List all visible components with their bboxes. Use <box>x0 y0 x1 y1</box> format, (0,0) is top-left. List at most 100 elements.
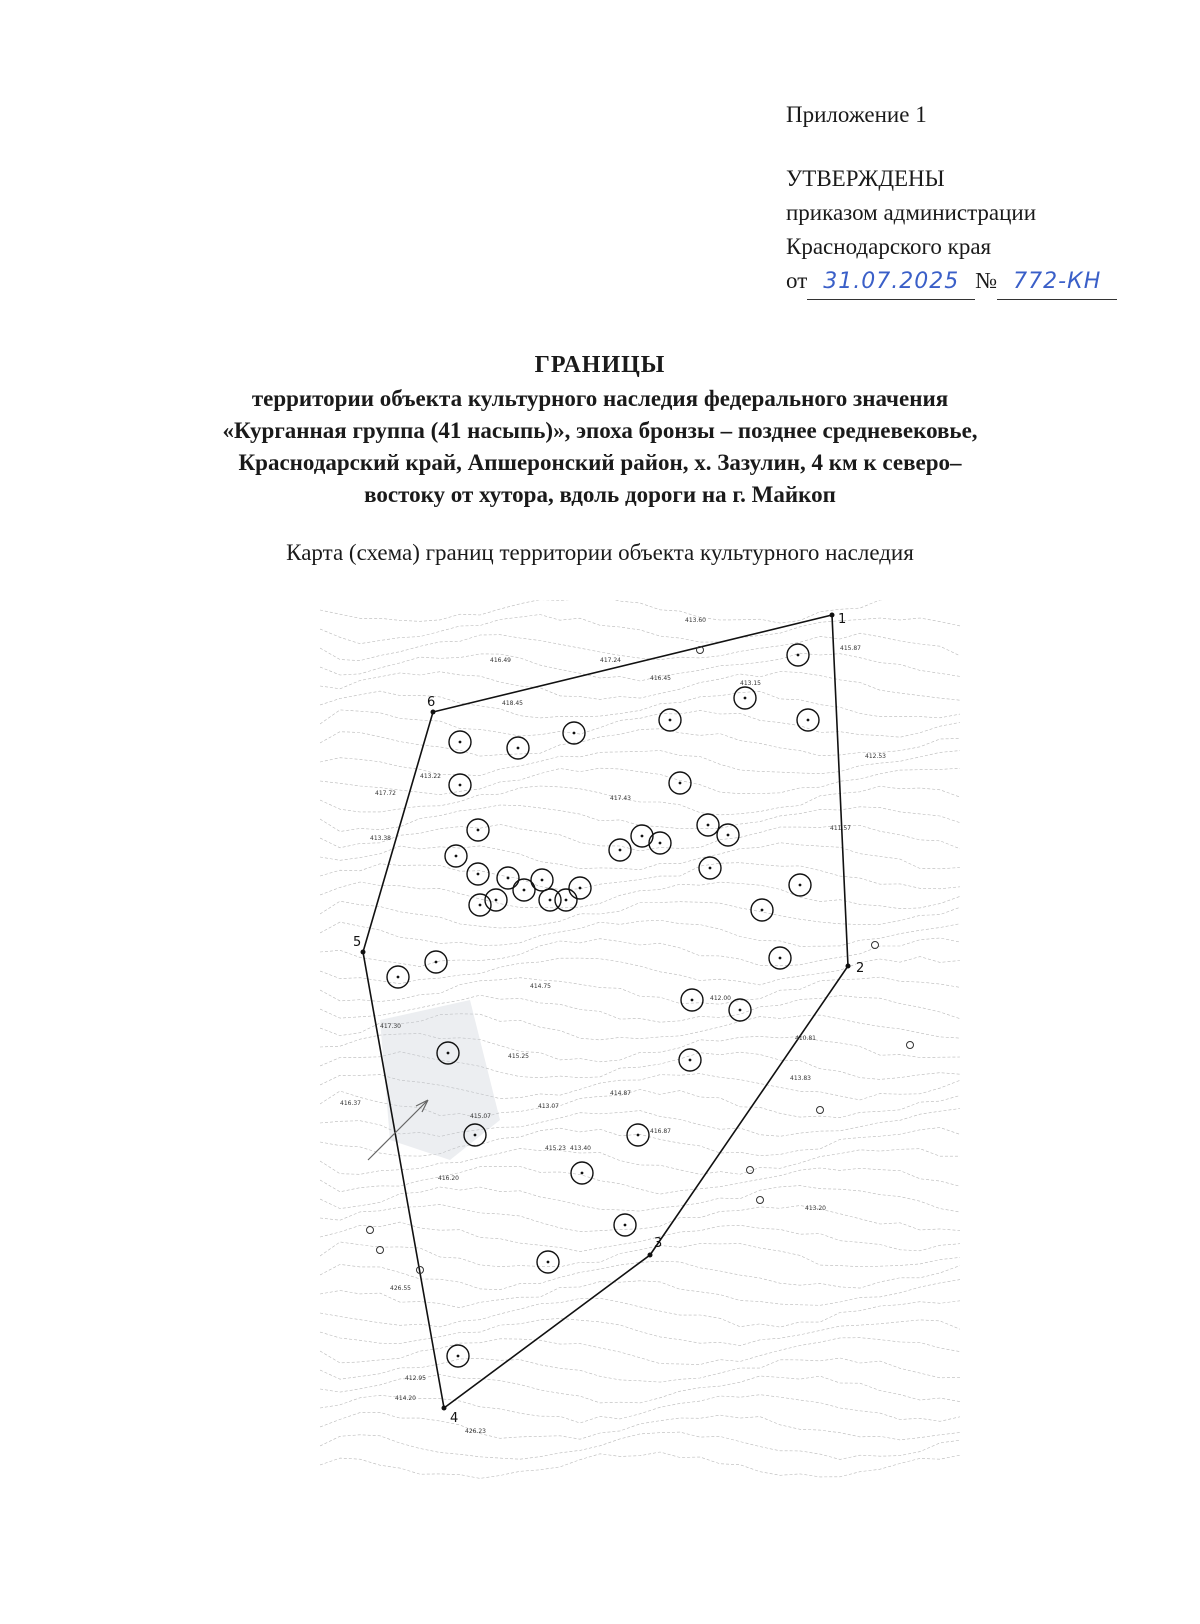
mound-marker <box>536 1250 560 1274</box>
title-line-3: Краснодарский край, Апшеронский район, х… <box>238 450 962 475</box>
appendix-label: Приложение 1 <box>786 102 927 127</box>
region-label: Краснодарского края <box>786 234 992 259</box>
mound-marker <box>436 1041 460 1065</box>
mound-marker <box>448 730 472 754</box>
shaded-area <box>380 1000 500 1160</box>
mound-markers <box>366 643 914 1368</box>
mound-marker <box>484 888 508 912</box>
elevation-label: 417.72 <box>375 790 396 797</box>
handwritten-order-number: 772-КН <box>997 265 1118 300</box>
elevation-label: 413.07 <box>538 1103 559 1110</box>
mound-marker <box>562 721 586 745</box>
elevation-label: 417.24 <box>600 657 621 664</box>
mound-marker <box>466 862 490 886</box>
elevation-label: 426.55 <box>390 1285 411 1292</box>
mound-marker <box>466 818 490 842</box>
mound-marker <box>788 873 812 897</box>
elevation-label: 426.23 <box>465 1428 486 1435</box>
vertex-label: 5 <box>353 935 361 950</box>
elevation-label: 411.57 <box>830 825 851 832</box>
title-main: ГРАНИЦЫ <box>534 352 666 378</box>
title-line-1: территории объекта культурного наследия … <box>251 386 949 411</box>
elevation-label: 413.15 <box>740 680 761 687</box>
vertex-label: 2 <box>856 961 864 976</box>
mound-marker <box>468 893 492 917</box>
mound-marker <box>658 708 682 732</box>
document-title: ГРАНИЦЫ территории объекта культурного н… <box>90 352 1110 511</box>
survey-point <box>416 1266 424 1274</box>
vertex-label: 4 <box>450 1411 458 1426</box>
mound-marker <box>608 838 632 862</box>
elevation-label: 413.38 <box>370 835 391 842</box>
handwritten-date: 31.07.2025 <box>807 265 976 300</box>
mound-marker <box>554 888 578 912</box>
mound-marker <box>444 844 468 868</box>
survey-point <box>816 1106 824 1114</box>
mound-marker <box>506 736 530 760</box>
number-prefix: № <box>975 268 998 293</box>
elevation-label: 415.87 <box>840 645 861 652</box>
mound-marker <box>728 998 752 1022</box>
mound-marker <box>648 831 672 855</box>
elevation-label: 414.20 <box>395 1395 416 1402</box>
mound-marker <box>570 1161 594 1185</box>
mound-marker <box>796 708 820 732</box>
mound-marker <box>463 1123 487 1147</box>
mound-marker <box>696 813 720 837</box>
mound-marker <box>733 686 757 710</box>
elevation-label: 415.07 <box>470 1113 491 1120</box>
elevation-label: 413.83 <box>790 1075 811 1082</box>
elevation-label: 418.45 <box>502 700 523 707</box>
elevation-label: 416.20 <box>438 1175 459 1182</box>
approval-block: Приложение 1 УТВЕРЖДЕНЫ приказом админис… <box>786 98 1118 300</box>
mound-marker <box>496 866 520 890</box>
mound-marker <box>386 965 410 989</box>
elevation-label: 417.43 <box>610 795 631 802</box>
elevation-label: 413.20 <box>805 1205 826 1212</box>
order-label: приказом администрации <box>786 200 1037 225</box>
elevation-label: 413.40 <box>570 1145 591 1152</box>
mound-marker <box>613 1213 637 1237</box>
mound-marker <box>768 946 792 970</box>
survey-point <box>906 1041 914 1049</box>
elevation-label: 412.00 <box>710 995 731 1002</box>
vertex-label: 1 <box>838 612 846 627</box>
mound-marker <box>446 1344 470 1368</box>
survey-point <box>871 941 879 949</box>
boundary-polygon <box>360 612 851 1411</box>
elevation-label: 412.53 <box>865 753 886 760</box>
mound-marker <box>786 643 810 667</box>
vertex-label: 6 <box>427 695 435 710</box>
elevation-label: 413.22 <box>420 773 441 780</box>
elevation-label: 415.25 <box>508 1053 529 1060</box>
date-prefix: от <box>786 268 808 293</box>
mound-marker <box>424 950 448 974</box>
elevation-label: 410.81 <box>795 1035 816 1042</box>
elevation-label: 416.87 <box>650 1128 671 1135</box>
survey-point <box>746 1166 754 1174</box>
mound-marker <box>626 1123 650 1147</box>
mound-marker <box>678 1048 702 1072</box>
survey-point <box>696 646 704 654</box>
survey-point <box>376 1246 384 1254</box>
elevation-label: 415.23 <box>545 1145 566 1152</box>
mound-marker <box>668 771 692 795</box>
elevation-label: 416.37 <box>340 1100 361 1107</box>
survey-point <box>366 1226 374 1234</box>
survey-point <box>756 1196 764 1204</box>
mound-marker <box>750 898 774 922</box>
approved-label: УТВЕРЖДЕНЫ <box>786 166 945 191</box>
mound-marker <box>448 773 472 797</box>
mound-marker <box>512 878 536 902</box>
title-line-2: «Курганная группа (41 насыпь)», эпоха бр… <box>222 418 978 443</box>
mound-marker <box>698 856 722 880</box>
mound-marker <box>568 876 592 900</box>
mound-marker <box>530 868 554 892</box>
title-line-4: востоку от хутора, вдоль дороги на г. Ма… <box>364 482 836 507</box>
